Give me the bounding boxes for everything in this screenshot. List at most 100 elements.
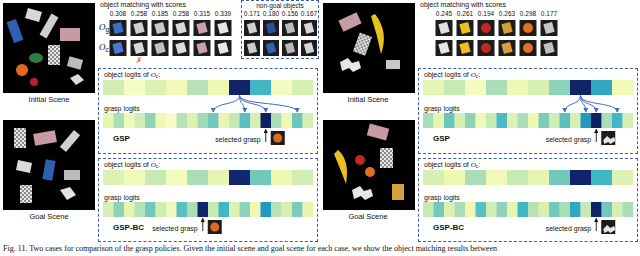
logit-cell	[124, 202, 135, 217]
logit-cell	[103, 113, 114, 128]
object-thumbnail	[457, 40, 474, 56]
object-thumbnail	[194, 40, 211, 56]
group-label: non-goal objects	[256, 3, 304, 10]
logit-cell	[240, 202, 251, 217]
logit-cell	[303, 113, 314, 128]
object-shape	[304, 22, 314, 34]
logit-cell	[434, 113, 445, 128]
logit-cell	[507, 113, 518, 128]
bar-title: grasp logits	[104, 194, 140, 201]
logit-cell	[570, 113, 581, 128]
logit-cell	[250, 80, 271, 95]
logit-cell	[549, 113, 560, 128]
label: Og	[99, 23, 109, 33]
object-shape	[285, 22, 295, 34]
policy-panel: object logits of Oc:grasp logitsGSP-BCse…	[98, 158, 318, 242]
object-shape	[501, 42, 512, 54]
selected-grasp-label: selected grasp	[546, 225, 592, 232]
matching-score: 0.167	[301, 11, 317, 18]
logit-cell	[166, 113, 177, 128]
logit-cell	[187, 202, 198, 217]
object-thumbnail	[194, 20, 211, 36]
logit-cell	[444, 202, 455, 217]
object-thumbnail	[263, 40, 279, 56]
bar-title: object logits of Oc:	[104, 161, 160, 170]
object-shape	[196, 22, 207, 34]
object-thumbnail	[520, 40, 537, 56]
object-shape	[175, 22, 186, 34]
logit-cell	[292, 202, 303, 217]
object-thumbnail	[478, 20, 495, 36]
label: Initial Scene	[29, 96, 70, 104]
leader-arrow	[202, 219, 203, 232]
matching-score: 0.315	[194, 11, 210, 18]
logit-cell	[124, 113, 135, 128]
logit-cell	[229, 170, 250, 185]
object-shape	[210, 223, 219, 232]
object-shape	[459, 22, 470, 34]
group-box: non-goal objects	[241, 0, 319, 59]
logit-cell	[486, 113, 497, 128]
logit-cell	[271, 170, 292, 185]
logit-cell	[507, 170, 528, 185]
object-shape	[112, 22, 123, 34]
object-shape	[247, 42, 257, 54]
object-thumbnail	[541, 40, 558, 56]
logit-cell	[208, 170, 229, 185]
selected-grasp-label: selected grasp	[215, 136, 261, 143]
logit-cell	[145, 80, 166, 95]
matching-score: 0.171	[244, 11, 260, 18]
logit-cell	[570, 202, 581, 217]
logit-cell	[156, 113, 167, 128]
bar-title: grasp logits	[424, 194, 460, 201]
logit-cell	[282, 202, 293, 217]
bar-title: grasp logits	[104, 105, 140, 112]
logit-cell	[602, 113, 613, 128]
matching-score: 0.156	[282, 11, 298, 18]
matching-score: 0.185	[152, 11, 168, 18]
logit-cell	[591, 80, 612, 95]
logit-cell	[124, 170, 145, 185]
selected-object-icon	[271, 131, 285, 145]
object-thumbnail	[301, 20, 317, 36]
logit-cell	[612, 170, 633, 185]
logit-cell	[612, 202, 623, 217]
object-thumbnail	[499, 40, 516, 56]
object-thumbnail	[541, 20, 558, 36]
object-thumbnail	[215, 20, 232, 36]
bar-title: grasp logits	[424, 105, 460, 112]
logit-cell	[187, 113, 198, 128]
object-shape	[217, 42, 228, 54]
logit-cell	[177, 113, 188, 128]
object-thumbnail	[457, 20, 474, 36]
object-shape	[133, 22, 144, 34]
logit-cell	[549, 80, 570, 95]
matching-score: 0.177	[541, 11, 557, 18]
logit-cell	[507, 80, 528, 95]
object-thumbnail	[110, 20, 127, 36]
object-shape	[459, 42, 470, 54]
object-shape	[217, 22, 228, 34]
logit-cell	[271, 80, 292, 95]
matching-score: 0.339	[215, 11, 231, 18]
logit-cell	[135, 202, 146, 217]
logit-cell	[292, 113, 303, 128]
scene-image	[3, 3, 95, 93]
logit-cell	[166, 202, 177, 217]
leader-arrow	[265, 130, 266, 143]
logit-cell	[423, 113, 434, 128]
object-shape	[543, 22, 554, 34]
logit-cell	[549, 202, 560, 217]
object-shape	[285, 42, 295, 54]
policy-name: GSP	[433, 135, 450, 143]
label: object matching with scores	[100, 1, 186, 8]
object-shape	[266, 22, 276, 34]
matching-score: 0.261	[457, 11, 473, 18]
logit-cell	[507, 202, 518, 217]
logit-cell	[518, 113, 529, 128]
bar-title: object logits of Oc:	[104, 71, 160, 80]
object-shape	[543, 42, 554, 54]
object-thumbnail	[499, 20, 516, 36]
policy-panel: object logits of Oc:grasp logitsGSP-BCse…	[418, 158, 638, 242]
logit-cell	[528, 202, 539, 217]
